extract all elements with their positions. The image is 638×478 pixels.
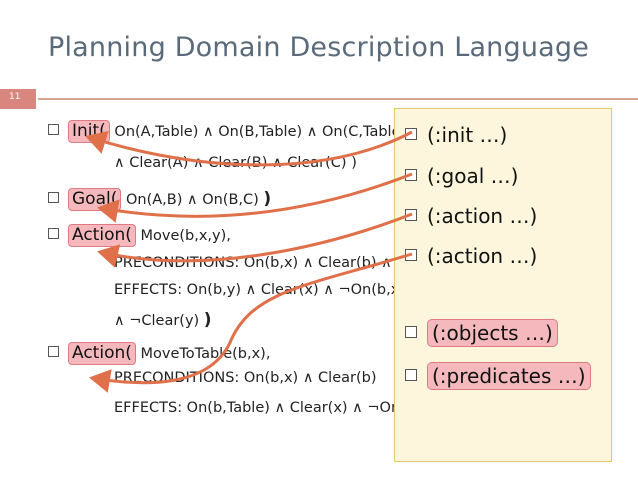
goal-keyword: Goal( (68, 188, 122, 211)
action1-close: ) (203, 310, 212, 330)
popup-item-label: (:goal …) (427, 164, 519, 188)
init-line-2: ∧ Clear(A) ∧ Clear(B) ∧ Clear(C) ) (114, 155, 357, 171)
bullet-icon (405, 128, 417, 140)
popup-item-action-1: (:action …) (405, 204, 537, 228)
bullet-icon (405, 209, 417, 221)
init-line: Init( On(A,Table) ∧ On(B,Table) ∧ On(C,T… (48, 120, 406, 143)
bullet-icon (48, 192, 59, 203)
bullet-icon (48, 124, 59, 135)
action2-line: Action( MoveToTable(b,x), (48, 342, 270, 365)
popup-item-predicates: (:predicates …) (405, 362, 591, 390)
title-divider (38, 98, 638, 100)
bullet-icon (405, 169, 417, 181)
goal-close: ) (263, 189, 272, 209)
bullet-icon (48, 228, 59, 239)
slide-number-badge (0, 89, 36, 109)
action1-effects: EFFECTS: On(b,y) ∧ Clear(x) ∧ ¬On(b,x) (114, 282, 405, 298)
action2-effects: EFFECTS: On(b,Table) ∧ Clear(x) ∧ ¬On(b,… (114, 400, 434, 416)
init-keyword: Init( (68, 120, 110, 143)
popup-item-label: (:predicates …) (427, 362, 591, 390)
action2-preconditions: PRECONDITIONS: On(b,x) ∧ Clear(b) (114, 370, 377, 386)
popup-item-init: (:init …) (405, 123, 507, 147)
init-text: On(A,Table) ∧ On(B,Table) ∧ On(C,Table) (114, 124, 407, 140)
action2-keyword: Action( (68, 342, 136, 365)
bullet-icon (405, 369, 417, 381)
bullet-icon (405, 326, 417, 338)
popup-item-label: (:objects …) (427, 319, 558, 347)
action1-text: Move(b,x,y), (140, 228, 231, 244)
slide-number: 11 (9, 92, 21, 102)
popup-item-goal: (:goal …) (405, 164, 518, 188)
action1-effects-2: ∧ ¬Clear(y) ) (114, 310, 212, 330)
action1-line: Action( Move(b,x,y), (48, 224, 231, 247)
action2-text: MoveToTable(b,x), (140, 346, 271, 362)
popup-item-label: (:action …) (427, 204, 538, 228)
popup-item-action-2: (:action …) (405, 244, 537, 268)
action1-effects-2-text: ∧ ¬Clear(y) (114, 313, 200, 329)
bullet-icon (48, 346, 59, 357)
action1-keyword: Action( (68, 224, 136, 247)
slide-title: Planning Domain Description Language (48, 32, 590, 63)
pddl-syntax-box: (:init …) (:goal …) (:action …) (:action… (394, 108, 612, 462)
bullet-icon (405, 249, 417, 261)
popup-item-label: (:init …) (427, 123, 508, 147)
popup-item-label: (:action …) (427, 244, 538, 268)
goal-line: Goal( On(A,B) ∧ On(B,C) ) (48, 188, 271, 211)
goal-text: On(A,B) ∧ On(B,C) (125, 192, 259, 208)
popup-item-objects: (:objects …) (405, 319, 558, 347)
